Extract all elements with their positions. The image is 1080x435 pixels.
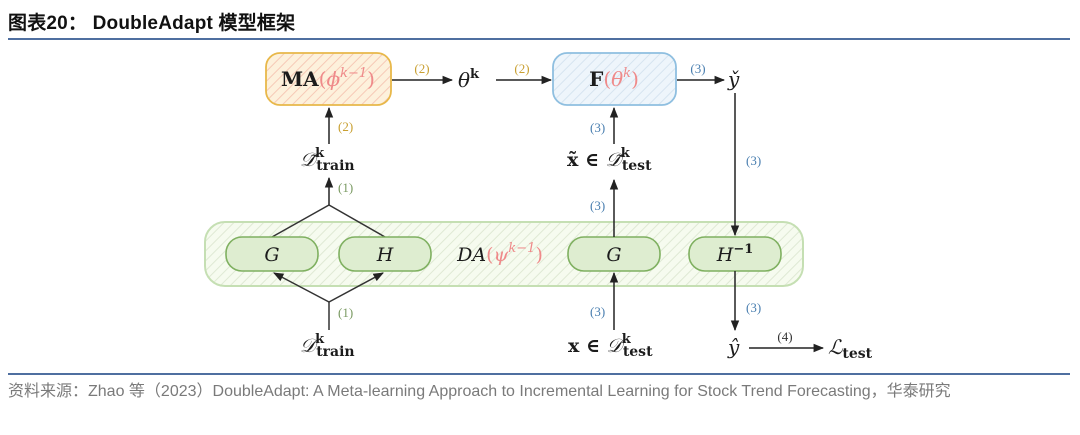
step-label: (3) [590, 198, 605, 213]
step-label: (3) [590, 120, 605, 135]
edge-g-to-merge [271, 204, 330, 238]
ma-label: MA [281, 67, 319, 91]
ma-param: ϕ [326, 67, 340, 91]
svg-text:F(θk): F(θk) [589, 66, 639, 91]
edge-h-to-merge [328, 204, 386, 238]
ma-param-sup: k−1 [340, 66, 367, 81]
arrow-split-to-g [273, 272, 330, 303]
svg-text:H: H [376, 244, 394, 266]
f-label: F [589, 67, 603, 91]
f-param: θ [611, 67, 623, 91]
title-divider [8, 38, 1070, 40]
step-label: (1) [338, 180, 353, 195]
node-g-train: G [225, 236, 319, 272]
step-label: (2) [514, 61, 529, 76]
loss-test: ℒtest [828, 335, 873, 362]
step-label: (4) [777, 329, 792, 344]
step-label: (3) [746, 153, 761, 168]
step-label: (3) [590, 304, 605, 319]
source-divider [8, 373, 1070, 375]
source-note: 资料来源：Zhao 等（2023）DoubleAdapt: A Meta-lea… [8, 383, 951, 400]
svg-text:MA(ϕk−1): MA(ϕk−1) [281, 66, 375, 91]
node-h-train: H [338, 236, 432, 272]
step-label: (3) [746, 300, 761, 315]
theta-k: θk [458, 67, 480, 92]
y-hat: ŷ [727, 335, 740, 359]
doubleadapt-diagram: MA(ϕk−1) F(θk) θk y̌ (2) (2) (3) (2) 𝒟̃k… [204, 52, 873, 362]
node-g-test: G [567, 236, 661, 272]
figure-title: 图表20： DoubleAdapt 模型框架 [8, 13, 296, 34]
svg-text:G: G [264, 244, 279, 266]
svg-text:G: G [606, 244, 621, 266]
arrow-split-to-h [328, 272, 384, 303]
step-label: (1) [338, 305, 353, 320]
step-label: (2) [338, 119, 353, 134]
da-label: DA(ψk−1) [456, 241, 543, 266]
svg-text:H−1: H−1 [716, 242, 754, 266]
step-label: (3) [690, 61, 705, 76]
step-label: (2) [414, 61, 429, 76]
ma-box: MA(ϕk−1) [265, 52, 392, 106]
node-h-inverse: H−1 [688, 236, 782, 272]
y-check: y̌ [727, 67, 740, 91]
f-param-sup: k [623, 66, 631, 81]
f-box: F(θk) [552, 52, 677, 106]
